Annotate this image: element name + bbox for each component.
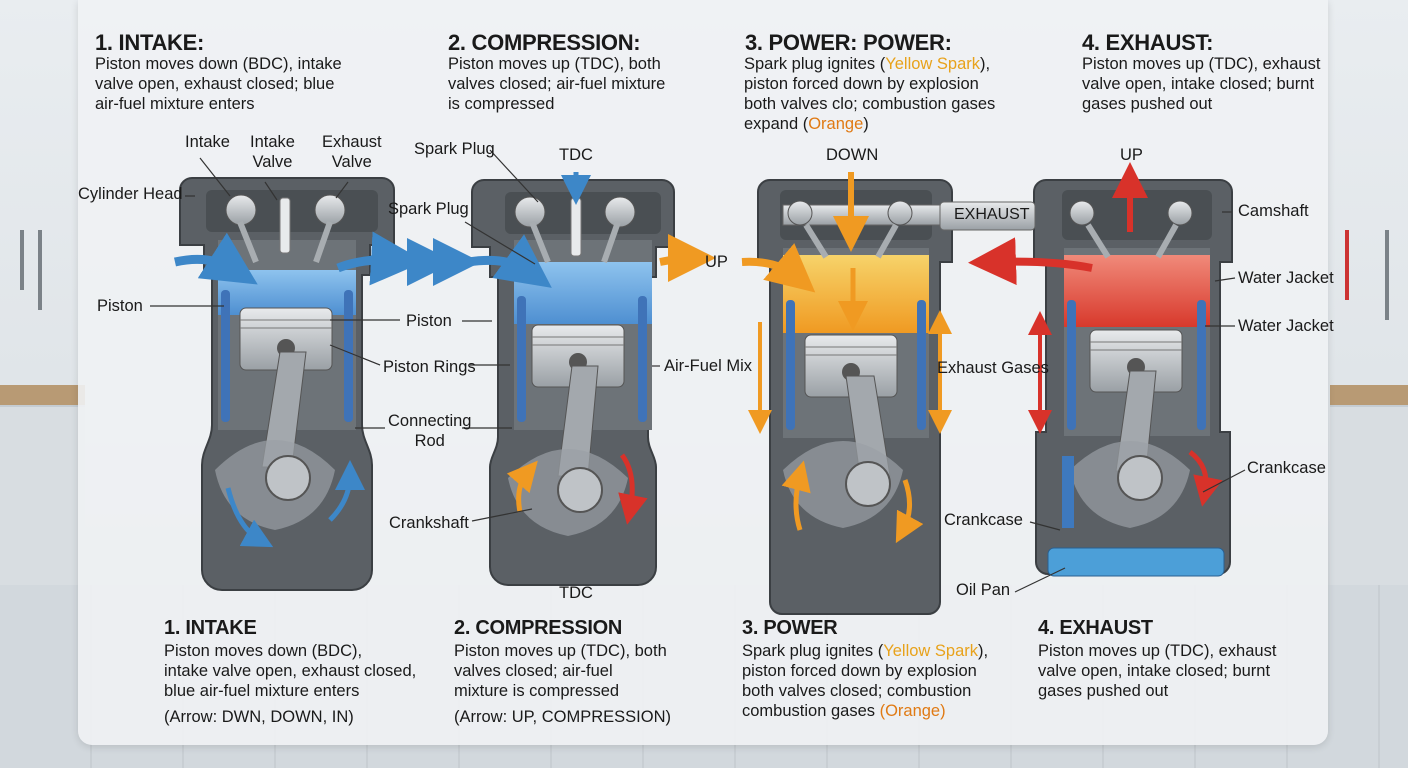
background-shelf-right [1330,385,1408,405]
bottom-compression-title: 2. COMPRESSION [454,617,623,639]
bottom-power-title: 3. POWER [742,617,838,639]
background-shelf-left [0,385,85,405]
top-exhaust-title: 4. EXHAUST: [1082,30,1214,55]
label-up-compression: UP [705,253,728,271]
engine-power [741,172,1044,615]
label-tdc-bottom: TDC [559,584,593,602]
bottom-intake-desc: Piston moves down (BDC), intake valve op… [164,642,417,700]
label-piston-rings: Piston Rings [383,358,476,376]
background-tool [20,230,24,290]
bottom-exhaust-title: 4. EXHAUST [1038,617,1153,639]
label-crankcase: Crankcase [944,511,1023,529]
label-intake-valve: Intake Valve [250,133,295,171]
label-spark-plug-top: Spark Plug [414,140,495,158]
label-piston-left: Piston [97,297,143,315]
label-exhaust-pipe: EXHAUST [954,206,1030,223]
background-cabinet-left [0,405,85,587]
label-crankcase-right: Crankcase [1247,459,1326,477]
label-exhaust-valve: Exhaust Valve [322,133,382,171]
bottom-compression-arrow-note: (Arrow: UP, COMPRESSION) [454,708,671,726]
engine-intake [173,177,481,591]
bottom-exhaust-desc: Piston moves up (TDC), exhaust valve ope… [1038,642,1277,700]
label-tdc-top: TDC [559,146,593,164]
label-camshaft: Camshaft [1238,202,1309,220]
label-piston-center: Piston [406,312,452,330]
label-water-jacket-1: Water Jacket [1238,269,1334,287]
label-oil-pan: Oil Pan [956,581,1011,599]
background-tool [38,230,42,310]
exhaust-pipe [939,201,1036,231]
engine-exhaust [968,162,1233,577]
top-compression-title: 2. COMPRESSION: [448,30,641,55]
label-exhaust-gases: Exhaust Gases [937,359,1049,377]
background-tool [1385,230,1389,320]
bottom-power-desc: Spark plug ignites (Yellow Spark), pisto… [742,642,989,720]
top-intake-desc: Piston moves down (BDC), intake valve op… [95,55,342,113]
top-power-desc: Spark plug ignites (Yellow Spark), pisto… [744,55,996,133]
label-up-exhaust: UP [1120,146,1143,164]
label-intake: Intake [185,133,230,151]
bottom-compression-desc: Piston moves up (TDC), both valves close… [454,642,667,700]
top-power-title: 3. POWER: POWER: [745,30,952,55]
background-cabinet-right [1330,405,1408,587]
bottom-intake-title: 1. INTAKE [164,617,257,639]
leader-lines [150,149,1246,593]
label-cylinder-head: Cylinder Head [78,185,183,203]
engine-compression [467,172,716,586]
label-crankshaft: Crankshaft [389,514,469,532]
top-exhaust-desc: Piston moves up (TDC), exhaust valve ope… [1082,55,1321,113]
top-intake-title: 1. INTAKE: [95,30,205,55]
label-spark-plug: Spark Plug [388,200,469,218]
label-air-fuel-mix: Air-Fuel Mix [664,357,753,375]
bottom-intake-arrow-note: (Arrow: DWN, DOWN, IN) [164,708,354,726]
label-connecting-rod: Connecting Rod [388,412,472,450]
background-tool [1345,230,1349,300]
top-compression-desc: Piston moves up (TDC), both valves close… [448,55,666,113]
label-down: DOWN [826,146,879,164]
label-water-jacket-2: Water Jacket [1238,317,1334,335]
